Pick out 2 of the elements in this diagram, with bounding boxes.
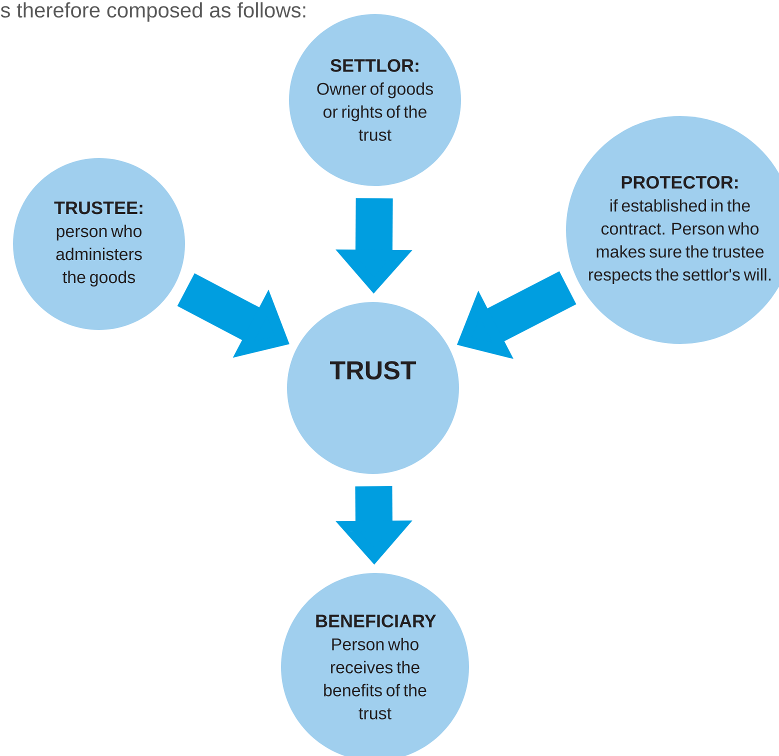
circle-node: TRUSTEE: person who administers the goods — [13, 158, 185, 330]
circle-node: TRUST — [287, 302, 459, 474]
